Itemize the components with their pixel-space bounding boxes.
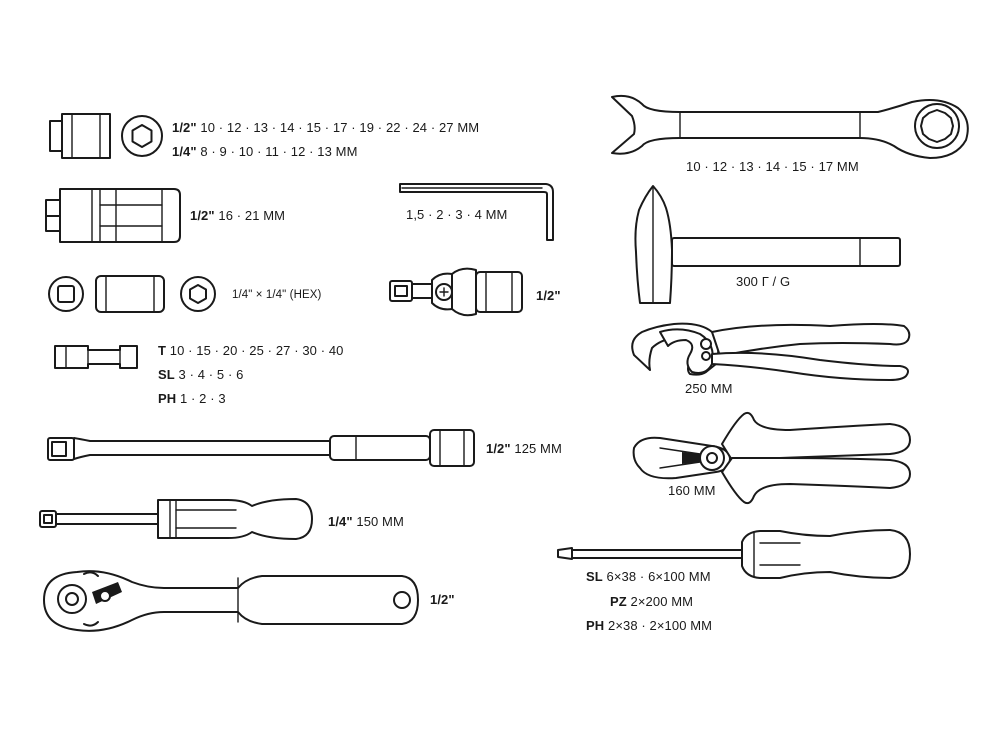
screwdriver-ph-label: PH 2×38 · 2×100 MM	[586, 618, 712, 634]
screwdriver-sl-prefix: SL	[586, 569, 603, 584]
spinner-label: 1/4" 150 MM	[328, 514, 404, 530]
extension-prefix: 1/2"	[486, 441, 511, 456]
sockets-half-prefix: 1/2"	[172, 120, 197, 135]
extension-length: 125 MM	[514, 441, 562, 456]
extension-bar-icon	[47, 429, 475, 467]
bits-t-label: T 10 · 15 · 20 · 25 · 27 · 30 · 40	[158, 343, 344, 359]
screwdriver-pz-sizes: 2×200 MM	[630, 594, 694, 609]
adapter-label: 1/4" × 1/4" (HEX)	[232, 289, 322, 301]
deep-sockets-sizes: 16 · 21 MM	[218, 208, 286, 223]
short-socket-icon	[49, 113, 111, 159]
spinner-handle-icon	[39, 498, 313, 540]
screwdriver-pz-label: PZ 2×200 MM	[610, 594, 693, 610]
sockets-quarter-prefix: 1/4"	[172, 144, 197, 159]
combination-wrench-icon	[611, 94, 969, 159]
pliers-pump-label: 250 MM	[685, 381, 733, 396]
deep-socket-icon	[45, 188, 181, 243]
hex-keys-label: 1,5 · 2 · 3 · 4 MM	[406, 207, 508, 222]
ratchet-drive: 1/2"	[430, 592, 455, 607]
screwdriver-ph-sizes: 2×38 · 2×100 MM	[607, 618, 713, 633]
pliers-combo-label: 160 MM	[668, 483, 716, 498]
hex-key-icon	[399, 183, 554, 241]
deep-sockets-label: 1/2" 16 · 21 MM	[190, 208, 285, 224]
bits-sl-label: SL 3 · 4 · 5 · 6	[158, 367, 243, 383]
adapter-body-icon	[95, 275, 165, 313]
bits-sl-sizes: 3 · 4 · 5 · 6	[178, 367, 244, 382]
water-pump-pliers-icon	[631, 322, 911, 381]
adapter-hex-end-icon	[180, 276, 216, 312]
combination-pliers-icon	[632, 411, 911, 505]
screwdriver-pz-prefix: PZ	[610, 594, 627, 609]
ujoint-drive: 1/2"	[536, 288, 561, 303]
bits-ph-sizes: 1 · 2 · 3	[179, 391, 226, 406]
sockets-quarter-label: 1/4" 8 · 9 · 10 · 11 · 12 · 13 MM	[172, 144, 358, 160]
bits-sl-prefix: SL	[158, 367, 175, 382]
sockets-half-sizes: 10 · 12 · 13 · 14 · 15 · 17 · 19 · 22 · …	[200, 120, 480, 135]
bits-t-sizes: 10 · 15 · 20 · 25 · 27 · 30 · 40	[169, 343, 344, 358]
bits-t-prefix: T	[158, 343, 167, 358]
adapter-square-end-icon	[48, 276, 84, 312]
screwdriver-sl-label: SL 6×38 · 6×100 MM	[586, 569, 711, 585]
screwdriver-ph-prefix: PH	[586, 618, 605, 633]
screwdriver-sl-sizes: 6×38 · 6×100 MM	[606, 569, 711, 584]
socket-end-view-icon	[121, 115, 163, 157]
universal-joint-icon	[389, 267, 523, 317]
ujoint-label: 1/2"	[536, 288, 561, 304]
screwdriver-icon	[557, 529, 911, 579]
deep-sockets-prefix: 1/2"	[190, 208, 215, 223]
hammer-label: 300 Г / G	[736, 274, 791, 289]
extension-label: 1/2" 125 MM	[486, 441, 562, 457]
bits-ph-prefix: PH	[158, 391, 177, 406]
bits-ph-label: PH 1 · 2 · 3	[158, 391, 226, 407]
spinner-length: 150 MM	[356, 514, 404, 529]
wrench-label: 10 · 12 · 13 · 14 · 15 · 17 MM	[686, 159, 859, 174]
ratchet-icon	[43, 570, 419, 632]
spinner-prefix: 1/4"	[328, 514, 353, 529]
hammer-icon	[634, 185, 901, 304]
sockets-quarter-sizes: 8 · 9 · 10 · 11 · 12 · 13 MM	[200, 144, 358, 159]
sockets-half-label: 1/2" 10 · 12 · 13 · 14 · 15 · 17 · 19 · …	[172, 120, 479, 136]
ratchet-label: 1/2"	[430, 592, 455, 608]
screwdriver-bit-icon	[54, 345, 138, 369]
